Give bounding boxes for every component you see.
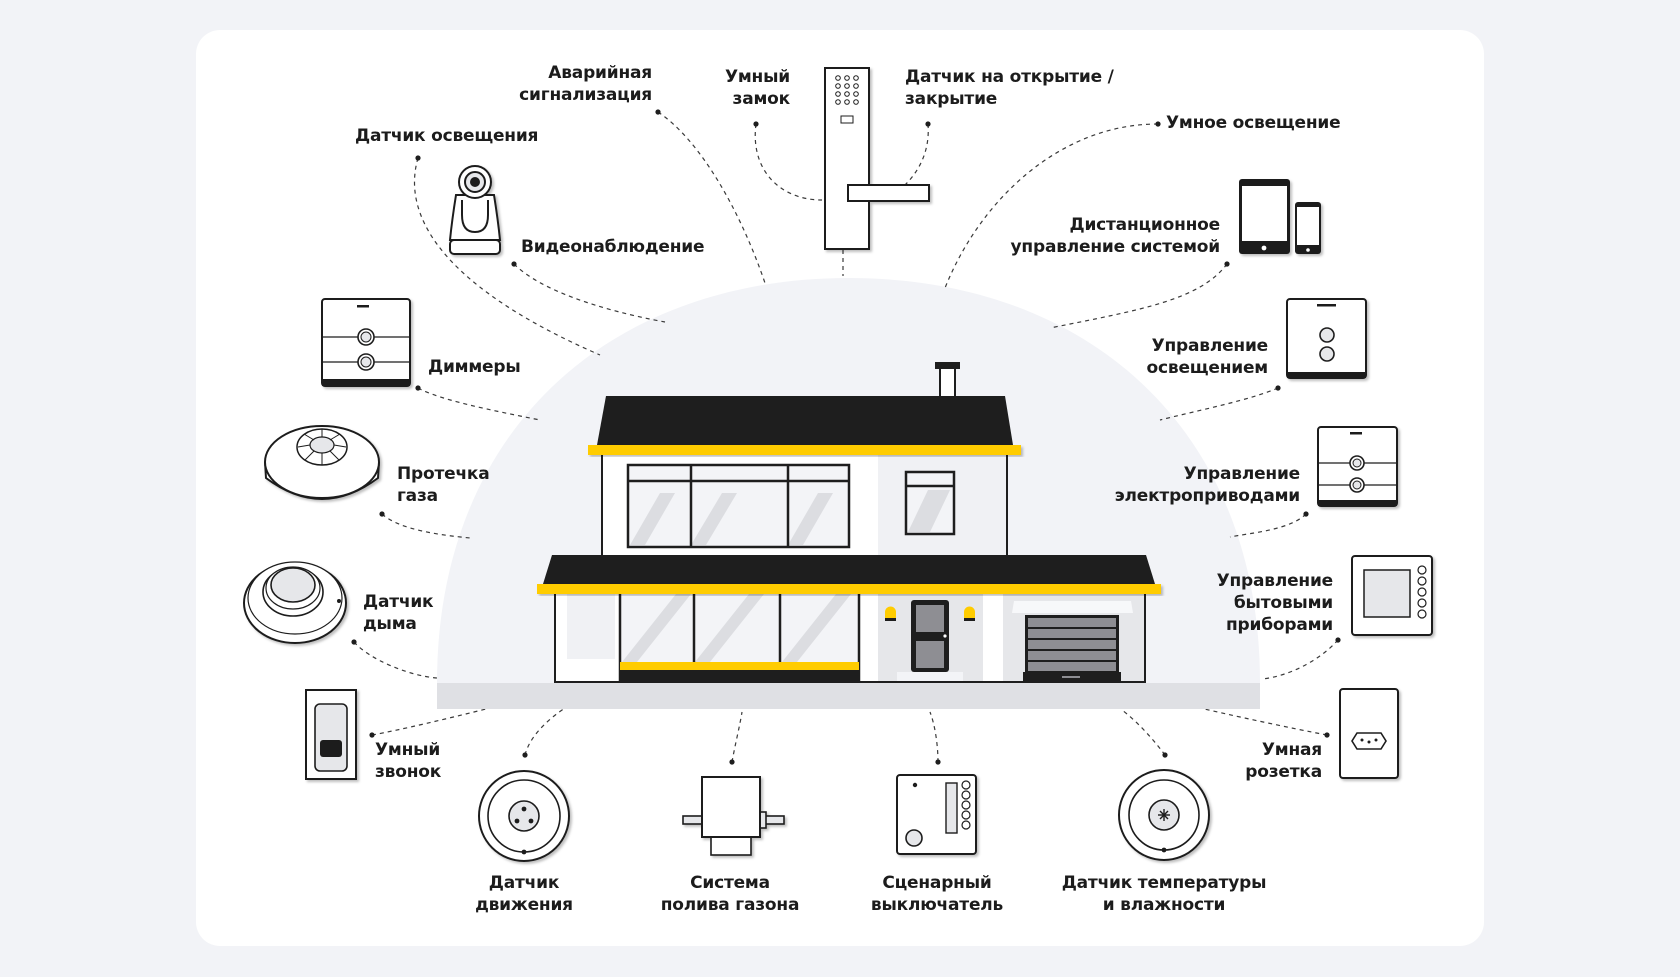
terrace-trim	[620, 662, 859, 670]
actuator-panel-icon	[1317, 426, 1398, 507]
motion-sensor-icon	[478, 770, 570, 862]
garage-canopy	[1012, 601, 1133, 613]
label-remote-control: Дистанционное управление системой	[1010, 215, 1221, 257]
ground	[437, 683, 1260, 709]
upper-roof-trim	[588, 445, 1021, 455]
connector-motion	[524, 707, 566, 756]
lower-windows	[618, 594, 861, 682]
label-temp-humidity: Датчик температуры и влажности	[1061, 873, 1267, 915]
connector-door-sensor	[904, 123, 929, 186]
label-cctv: Видеонаблюдение	[521, 237, 705, 257]
label-gas-leak: Протечка газа	[397, 464, 490, 506]
connector-appliance	[1261, 639, 1339, 680]
connector-remote	[1049, 263, 1228, 329]
front-door	[911, 600, 949, 672]
connector-doorbell	[371, 707, 491, 736]
connector-actuator	[1229, 513, 1307, 538]
connector-light-sensor	[413, 157, 601, 356]
connector-gas	[381, 513, 471, 539]
door-lock-icon	[824, 67, 930, 250]
connector-dots	[351, 109, 1341, 765]
valve-icon	[682, 776, 785, 856]
connector-temp	[1121, 709, 1166, 756]
label-alarm: Аварийная сигнализация	[519, 63, 652, 105]
connector-scene	[929, 711, 939, 763]
chimney	[939, 365, 956, 399]
camera-icon	[448, 165, 502, 255]
label-smart-lighting: Умное освещение	[1166, 113, 1341, 133]
label-appliance-control: Управление бытовыми приборами	[1216, 571, 1334, 635]
label-lawn-irrigation: Система полива газона	[660, 873, 800, 915]
garage-door	[1023, 615, 1121, 682]
lower-roof-trim	[537, 584, 1161, 594]
control-panel-icon	[1351, 555, 1433, 636]
connector-lighting-control	[1159, 387, 1279, 421]
connector-cctv	[513, 263, 666, 323]
thermostat-icon	[1118, 769, 1210, 861]
label-smoke-sensor: Датчик дыма	[363, 592, 434, 634]
label-motion-sensor: Датчик движения	[475, 873, 573, 915]
upper-window	[626, 463, 851, 549]
wall-lamps	[885, 606, 975, 621]
house	[537, 362, 1161, 683]
upper-roof	[597, 396, 1013, 445]
socket-icon	[1339, 688, 1399, 779]
label-dimmers: Диммеры	[428, 357, 521, 377]
connector-smoke	[353, 641, 438, 679]
tablet-phone-icon	[1239, 179, 1321, 254]
connector-irrigation	[731, 711, 743, 763]
label-smart-socket: Умная розетка	[1245, 740, 1322, 782]
label-smart-doorbell: Умный звонок	[375, 740, 442, 782]
gas-detector-icon	[264, 425, 380, 500]
light-switch-icon	[1286, 298, 1367, 379]
connector-socket	[1199, 707, 1328, 736]
dimmer-panel-icon	[321, 298, 411, 387]
label-light-sensor: Датчик освещения	[355, 126, 539, 146]
doorbell-icon	[305, 689, 357, 780]
lower-roof	[543, 555, 1155, 584]
connector-smart-lock	[754, 123, 823, 201]
connector-alarm	[657, 111, 766, 284]
scene-switch-icon	[896, 774, 977, 855]
label-door-sensor: Датчик на открытие / закрытие	[905, 67, 1114, 109]
connector-lines	[353, 111, 1339, 763]
label-scene-switch: Сценарный выключатель	[870, 873, 1004, 915]
smoke-detector-icon	[243, 561, 347, 644]
small-window	[904, 470, 956, 536]
connector-smart-lighting	[944, 123, 1159, 289]
connector-dimmers	[417, 387, 541, 421]
label-actuator-control: Управление электроприводами	[1114, 464, 1301, 506]
label-smart-lock: Умный замок	[724, 67, 790, 109]
label-lighting-control: Управление освещением	[1146, 336, 1269, 378]
